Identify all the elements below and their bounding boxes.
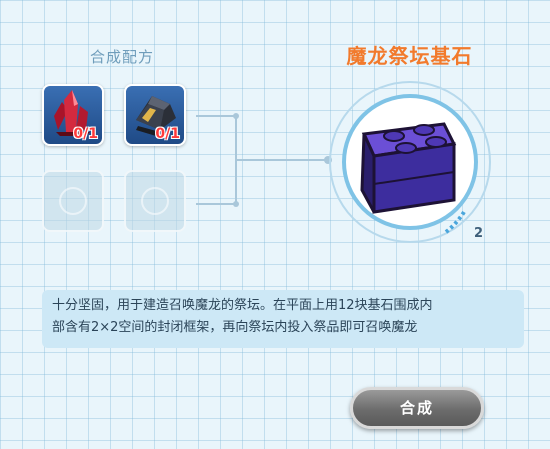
ingredient-slot-crystal[interactable]: 0/1 [42,84,104,146]
item-name: 魔龙祭坛基石 [346,44,473,68]
empty-slot-ring [141,187,169,215]
empty-slot [124,170,186,232]
craft-button[interactable]: 合成 [350,387,484,429]
dark-ore-icon [136,96,176,136]
item-quantity: 2 [474,226,484,241]
item-description: 十分坚固，用于建造召唤魔龙的祭坛。在平面上用12块基石围成内 部含有2×2空间的… [42,290,524,348]
purple-block-icon [360,122,457,214]
empty-slot-ring [59,187,87,215]
description-line: 十分坚固，用于建造召唤魔龙的祭坛。在平面上用12块基石围成内 [52,298,433,313]
result-preview [329,81,491,243]
ingredient-slot-ore[interactable]: 0/1 [124,84,186,146]
description-line: 部含有2×2空间的封闭框架，再向祭坛内投入祭品即可召唤魔龙 [52,320,418,335]
ingredient-count: 0/1 [73,126,98,142]
empty-slot [42,170,104,232]
red-crystal-icon [54,90,90,136]
ingredient-count: 0/1 [155,126,180,142]
recipe-title: 合成配方 [89,48,154,66]
